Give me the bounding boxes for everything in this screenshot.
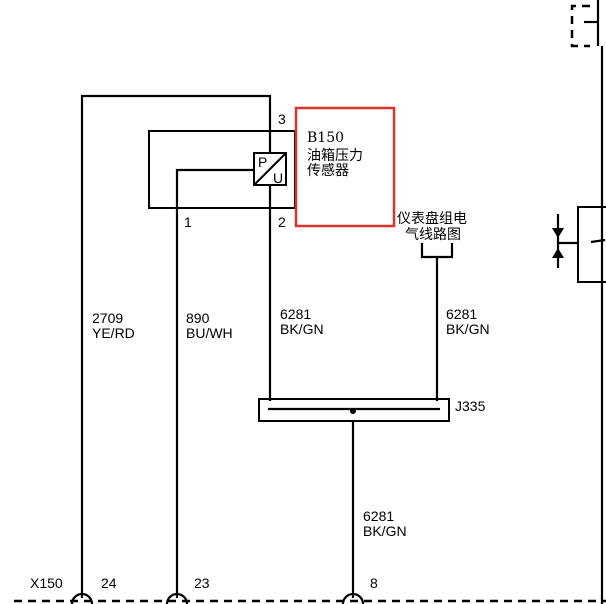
internal-pin1 — [175, 168, 254, 208]
wire-6281-cluster-color: BK/GN — [446, 321, 490, 337]
wire-6281-cluster-circuit: 6281 — [446, 306, 477, 322]
component-name-line1: 油箱压力 — [307, 148, 363, 164]
wire-6281-ground-color: BK/GN — [363, 523, 407, 539]
pin-3-label: 3 — [278, 111, 286, 127]
connector-pin-24: 24 — [101, 575, 117, 591]
wire-890-color: BU/WH — [186, 325, 233, 341]
splice-label: J335 — [455, 398, 486, 414]
connector-terminal-24 — [70, 592, 94, 604]
pin-2-label: 2 — [278, 214, 286, 230]
wire-6281-sensor-color: BK/GN — [280, 321, 324, 337]
reference-bracket — [420, 243, 454, 259]
right-edge-component-relay — [552, 206, 606, 283]
wire-2709-color: YE/RD — [92, 325, 135, 341]
pressure-transducer-symbol: P U — [253, 152, 287, 186]
pin-1-label: 1 — [184, 214, 192, 230]
component-code: B150 — [307, 130, 344, 146]
component-name-line2: 传感器 — [307, 162, 349, 179]
splice-j335 — [258, 398, 450, 422]
wire-2709 — [80, 94, 272, 598]
wire-2709-circuit: 2709 — [92, 310, 123, 326]
connector-terminal-8 — [341, 592, 365, 604]
wire-6281-sensor-circuit: 6281 — [280, 306, 311, 322]
symbol-p-label: P — [258, 154, 267, 170]
wire-6281-ground-circuit: 6281 — [363, 508, 394, 524]
right-edge-component-top — [570, 0, 600, 48]
symbol-u-label: U — [273, 170, 283, 186]
wire-890-circuit: 890 — [186, 310, 210, 326]
connector-pin-8: 8 — [370, 575, 378, 591]
reference-line2: 气线路图 — [405, 227, 461, 243]
highlight-box — [294, 106, 396, 228]
connector-terminal-23 — [165, 592, 189, 604]
reference-line1: 仪表盘组电 — [397, 210, 467, 227]
connector-pin-23: 23 — [194, 575, 210, 591]
connector-label: X150 — [30, 575, 63, 591]
